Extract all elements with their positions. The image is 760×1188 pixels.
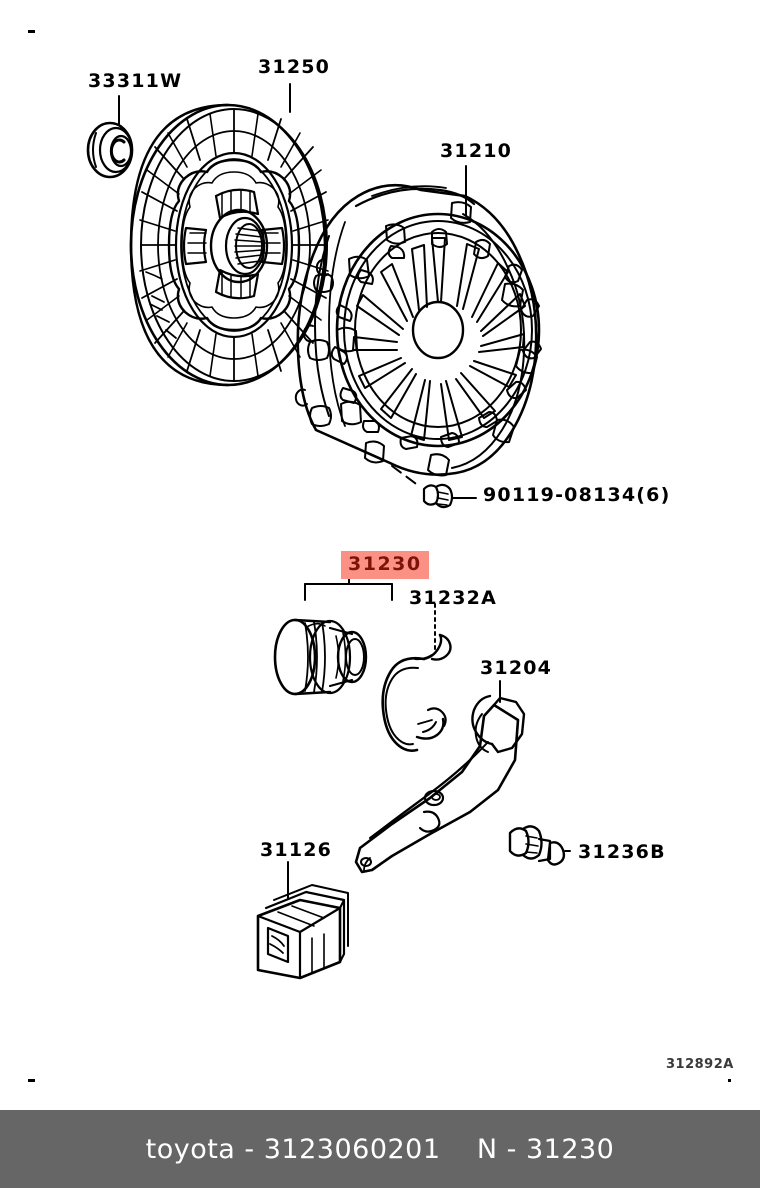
callout-31230-highlighted[interactable]: 31230 [341,551,429,579]
callout-90119-08134: 90119-08134(6) [483,484,671,506]
art-release-bearing [273,577,393,696]
art-clutch-boot [256,884,349,980]
footer-bar: toyota - 3123060201 N - 31230 [0,1110,760,1188]
art-fork-bolt [508,825,573,866]
registration-mark-bottom-right [728,1079,731,1082]
diagram-canvas: 33311W 31250 31210 90119-08134(6) 31230 … [28,30,734,1082]
art-cover-bolt [391,465,477,509]
art-pilot-bearing [86,121,134,179]
callout-31232A: 31232A [409,587,498,609]
callout-31126: 31126 [260,839,333,861]
art-release-fork [354,694,526,874]
art-bearing-clip [381,633,452,752]
callout-31236B: 31236B [578,841,666,863]
callout-31204: 31204 [480,657,553,679]
footer-caption: toyota - 3123060201 N - 31230 [145,1133,615,1165]
callout-31210: 31210 [440,140,513,162]
diagram-artwork [86,83,573,980]
callout-33311W: 33311W [88,70,183,92]
art-clutch-disc [129,103,329,387]
callout-31250: 31250 [258,56,331,78]
art-clutch-cover [294,183,542,477]
registration-mark-bottom-left [28,1079,35,1082]
diagram-code: 312892A [666,1057,734,1072]
registration-mark-top-left [28,30,35,33]
